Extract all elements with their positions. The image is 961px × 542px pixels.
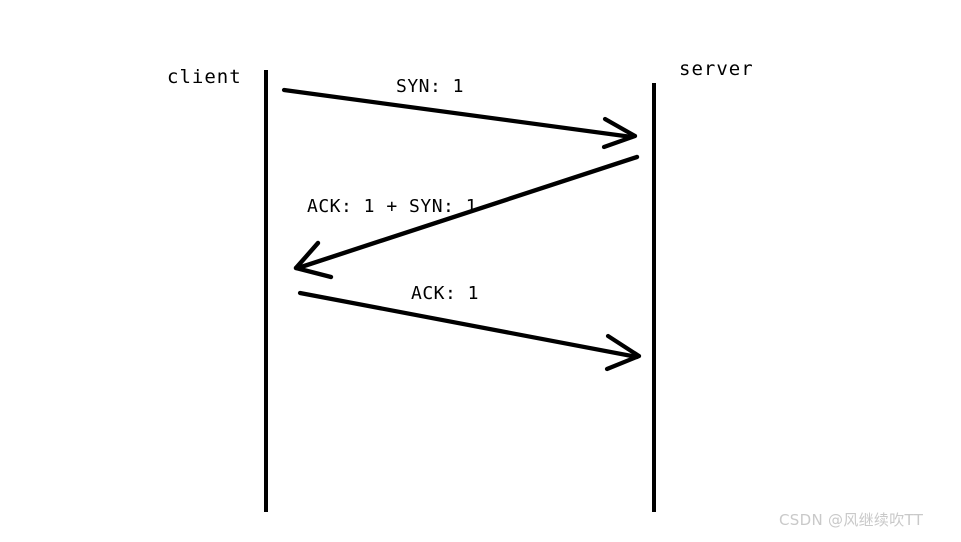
message-label-ack: ACK: 1 <box>411 283 480 304</box>
message-label-syn: SYN: 1 <box>396 76 465 97</box>
message-arrow-ack <box>297 290 642 372</box>
message-arrow-syn <box>281 87 638 150</box>
lifeline-label-client: client <box>167 66 242 88</box>
lifeline-label-server: server <box>679 58 754 80</box>
message-label-ack-syn: ACK: 1 + SYN: 1 <box>307 196 478 217</box>
message-arrow-ack-syn <box>293 154 640 280</box>
csdn-watermark: CSDN @风继续吹TT <box>779 511 924 529</box>
